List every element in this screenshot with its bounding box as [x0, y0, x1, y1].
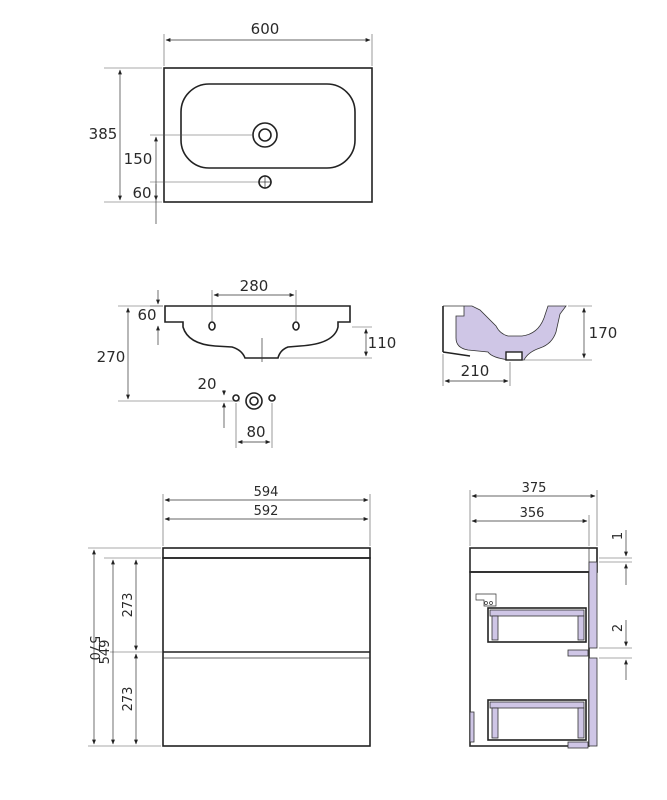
- dim-hole-spacing: 80: [246, 423, 265, 441]
- siphon-outline: [475, 593, 497, 607]
- side-basin-top: [469, 547, 598, 573]
- dim-body-height: 549: [98, 640, 113, 665]
- cabinet-side-view: 375 356 1 2: [469, 481, 632, 749]
- dim-lower-drawer: 273: [121, 687, 136, 712]
- basin-top-view: 600 385 150 60: [89, 20, 373, 224]
- dim-basin-width: 600: [251, 20, 280, 38]
- dim-body-depth: 356: [520, 506, 545, 521]
- dim-tap-spacing: 280: [240, 277, 269, 295]
- basin-section-view: 170 210: [442, 305, 618, 386]
- section-hatch: [443, 305, 567, 361]
- basin-front-outline: [164, 305, 351, 359]
- dim-drain-depth: 110: [368, 334, 397, 352]
- dim-body-width: 592: [254, 504, 279, 519]
- basin-top-slab: [162, 547, 371, 559]
- dim-drain-offset: 150: [124, 150, 153, 168]
- dim-section-depth: 210: [461, 362, 490, 380]
- dim-total-height: 270: [97, 348, 126, 366]
- cabinet-front-view: 594 592 570 549 273 273: [86, 485, 371, 747]
- basin-bowl: [180, 83, 356, 169]
- dim-tap-offset: 60: [132, 184, 151, 202]
- basin-front-view: 280 60 110 270 20 80: [97, 277, 397, 448]
- dim-top-width: 594: [254, 485, 279, 500]
- dim-hole-offset: 20: [197, 375, 216, 393]
- upper-drawer-box: [487, 607, 587, 643]
- dim-lip-height: 60: [137, 306, 156, 324]
- dim-gap-middle: 2: [611, 624, 626, 632]
- dim-overall-height: 570: [86, 636, 101, 661]
- dim-top-depth: 375: [522, 481, 547, 496]
- lower-drawer-box: [487, 699, 587, 741]
- dim-section-height: 170: [589, 324, 618, 342]
- dim-upper-drawer: 273: [121, 593, 136, 618]
- drain-hole-inner: [258, 128, 272, 142]
- dim-gap-top: 1: [611, 532, 626, 540]
- waste-outlet: [245, 392, 263, 410]
- drain-hole: [252, 122, 278, 148]
- dim-basin-depth: 385: [89, 125, 118, 143]
